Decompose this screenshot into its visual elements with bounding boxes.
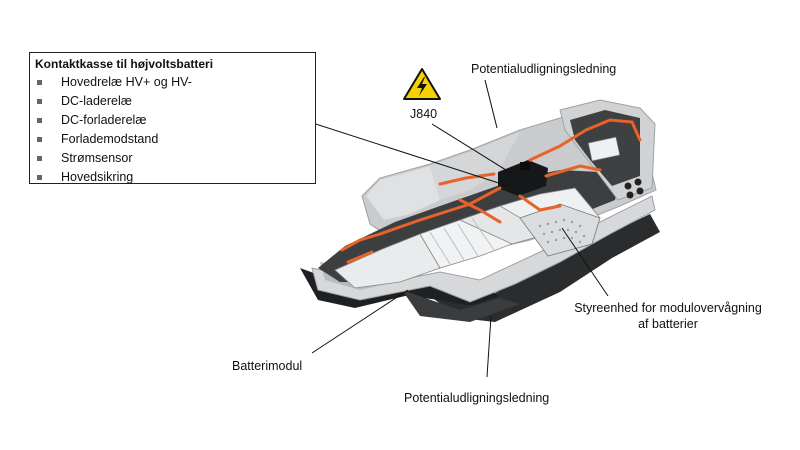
bullet-icon	[37, 118, 42, 123]
label-battery-module: Batterimodul	[232, 359, 303, 373]
leader-line-potential-bottom	[486, 315, 492, 378]
leader-line-battery-module	[311, 289, 409, 354]
label-module-monitoring-control-unit: Styreenhed for modulovervågning af batte…	[574, 301, 762, 331]
label-potential-equalization-top: Potentialudligningsledning	[471, 62, 617, 76]
battery-interior-cutaway	[318, 99, 656, 289]
bullet-icon	[37, 80, 42, 85]
label-potential-equalization-bottom: Potentialudligningsledning	[404, 391, 550, 405]
leader-line-control-unit	[561, 227, 609, 297]
leader-line-contactor-box	[293, 116, 509, 187]
bullet-icon	[37, 137, 42, 142]
list-item: Strømsensor	[35, 149, 309, 168]
bullet-icon	[37, 156, 42, 161]
label-j840: J840	[410, 107, 438, 121]
bullet-icon	[37, 99, 42, 104]
hv-cables	[340, 118, 642, 264]
contactor-box-info-panel: Kontaktkasse til højvoltsbatteri Hovedre…	[29, 52, 316, 184]
list-item: Forlademodstand	[35, 130, 309, 149]
list-item: Hovedsikring	[35, 168, 309, 187]
list-item: DC-laderelæ	[35, 92, 309, 111]
leader-line-potential-top	[484, 79, 498, 129]
list-item: Hovedrelæ HV+ og HV-	[35, 73, 309, 92]
high-voltage-warning-icon	[403, 68, 441, 100]
bullet-icon	[37, 175, 42, 180]
leader-line-j840	[431, 123, 515, 176]
info-panel-list: Hovedrelæ HV+ og HV- DC-laderelæ DC-forl…	[35, 73, 309, 187]
info-panel-title: Kontaktkasse til højvoltsbatteri	[35, 57, 214, 71]
list-item: DC-forladerelæ	[35, 111, 309, 130]
